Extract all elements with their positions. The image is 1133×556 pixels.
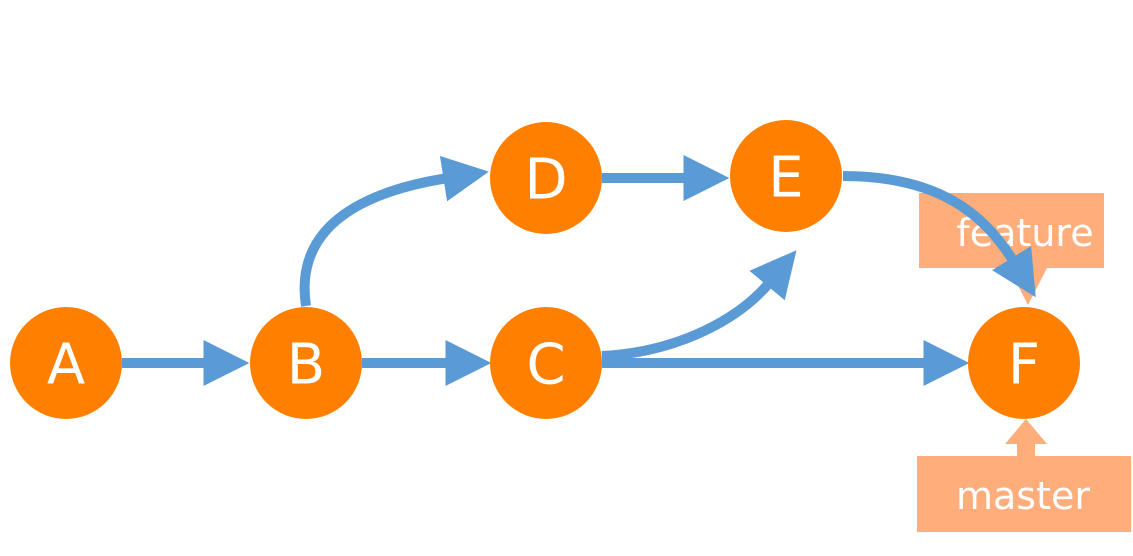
edge-e-f xyxy=(842,171,1036,298)
node-d: D xyxy=(490,122,602,234)
node-f-label: F xyxy=(1008,333,1040,398)
master-tag-pointer xyxy=(1005,419,1047,444)
edge-b-d xyxy=(299,155,489,307)
edges xyxy=(122,155,970,386)
master-tag: master xyxy=(917,419,1131,532)
node-d-label: D xyxy=(524,148,567,213)
node-b-label: B xyxy=(287,333,325,398)
node-c-label: C xyxy=(526,333,565,398)
node-e: E xyxy=(730,120,842,232)
node-c: C xyxy=(490,307,602,419)
node-f: F xyxy=(968,307,1080,419)
node-a: A xyxy=(10,307,122,419)
node-a-label: A xyxy=(47,333,85,398)
node-b: B xyxy=(250,307,362,419)
feature-tag: feature xyxy=(919,193,1104,305)
master-tag-box xyxy=(917,456,1131,532)
master-tag-label: master xyxy=(956,474,1090,518)
node-e-label: E xyxy=(768,146,803,211)
edge-c-e xyxy=(601,250,797,361)
feature-tag-pointer xyxy=(1009,268,1047,305)
master-tag-stem xyxy=(1017,442,1035,458)
